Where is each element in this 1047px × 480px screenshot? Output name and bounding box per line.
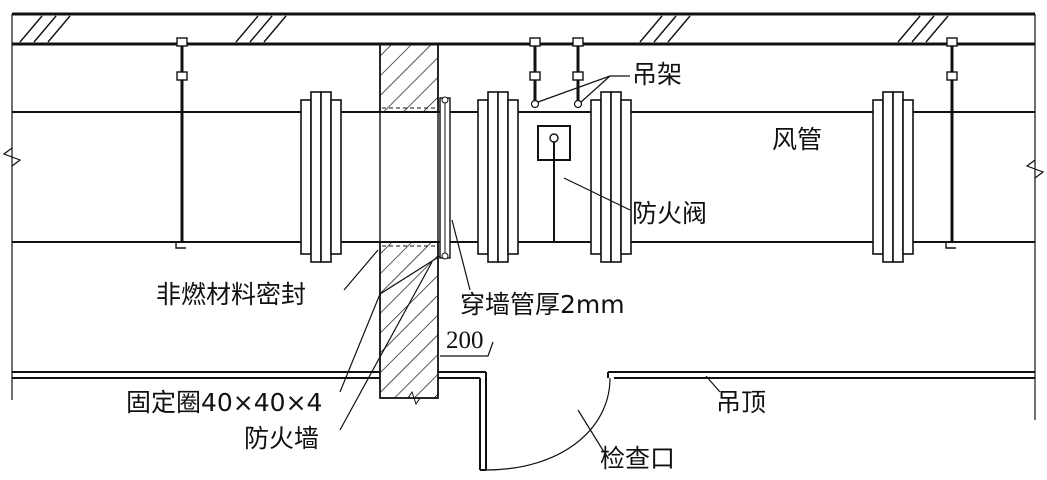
hangers <box>175 37 958 249</box>
fire-damper <box>537 125 571 242</box>
label-fixing-ring: 固定圈40×40×4 <box>126 388 323 417</box>
label-wall-sleeve: 穿墙管厚2mm <box>460 290 625 319</box>
label-dimension-200: 200 <box>446 327 484 354</box>
fire-wall <box>379 43 451 406</box>
label-duct: 风管 <box>772 125 823 154</box>
flange-2 <box>477 91 519 263</box>
flange-4 <box>872 91 914 263</box>
hanger-2 <box>529 37 541 109</box>
suspended-ceiling <box>12 371 1035 471</box>
label-hanger: 吊架 <box>632 60 683 89</box>
label-fire-wall: 防火墙 <box>244 424 320 453</box>
hanger-4 <box>945 37 958 249</box>
label-non-combustible-seal: 非燃材料密封 <box>156 280 307 309</box>
label-fire-damper: 防火阀 <box>632 199 708 228</box>
duct-flanges <box>300 91 914 263</box>
hanger-1 <box>175 37 188 249</box>
leader-lines <box>339 75 721 453</box>
label-ceiling: 吊顶 <box>716 388 767 417</box>
label-inspection-opening: 检查口 <box>600 444 676 473</box>
flange-1 <box>300 91 342 263</box>
flange-3 <box>590 91 632 263</box>
hanger-3 <box>572 37 584 109</box>
access-door-swing <box>485 377 611 471</box>
